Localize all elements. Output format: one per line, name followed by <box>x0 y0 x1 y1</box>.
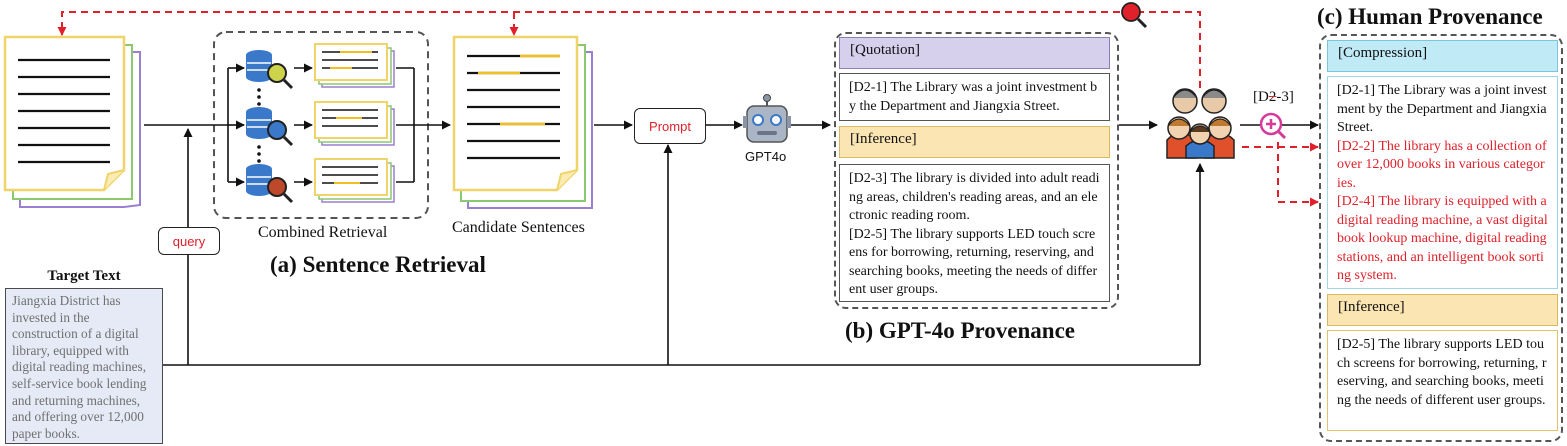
compression-sentence-1: [D2-1] The Library was a joint investmen… <box>1337 83 1547 135</box>
panel-a-title: (a) Sentence Retrieval <box>270 252 486 277</box>
inference-sentence-2: [D2-5] The library supports LED touch sc… <box>849 226 1098 298</box>
query-tag: query <box>158 227 220 255</box>
feedback-loop <box>57 11 1319 207</box>
compression-sentence-2: [D2-2] The library has a collection of o… <box>1337 138 1547 191</box>
candidate-sentences-stack <box>452 35 593 209</box>
retrieved-docs-1 <box>314 43 395 88</box>
target-text-body: Jiangxia District has invested in the co… <box>5 288 163 444</box>
human-inference-text: [D2-5] The library supports LED touch sc… <box>1327 330 1558 431</box>
compression-text: [D2-1] The Library was a joint investmen… <box>1327 76 1558 289</box>
panel-b-title: (b) GPT-4o Provenance <box>845 318 1075 343</box>
quotation-header: [Quotation] <box>839 37 1110 69</box>
retrieved-docs-2 <box>314 101 395 146</box>
database-red-search-icon <box>246 164 294 204</box>
human-inference-header: [Inference] <box>1327 294 1558 326</box>
inference-text: [D2-3] The library is divided into adult… <box>839 164 1110 302</box>
gpt-label: GPT4o <box>745 149 787 164</box>
database-yellow-search-icon <box>246 50 294 90</box>
zoom-in-icon <box>1259 112 1287 140</box>
id-tag: [D2-3] <box>1253 89 1294 105</box>
compression-header: [Compression] <box>1327 40 1558 72</box>
vertical-dots-icon <box>257 88 261 163</box>
prompt-tag: Prompt <box>634 108 706 144</box>
red-search-icon <box>1121 2 1148 29</box>
robot-icon <box>743 94 791 143</box>
combined-retrieval-label: Combined Retrieval <box>258 224 388 241</box>
panel-c-title: (c) Human Provenance <box>1317 4 1543 29</box>
retrieved-docs-3 <box>314 158 395 203</box>
inference-sentence-1: [D2-3] The library is divided into adult… <box>849 171 1100 223</box>
gpt-provenance-panel <box>834 32 1119 309</box>
human-provenance-panel <box>1319 34 1563 442</box>
compression-sentence-3: [D2-4] The library is equipped with a di… <box>1337 194 1548 283</box>
inference-header: [Inference] <box>839 126 1110 158</box>
source-document-stack <box>3 35 141 208</box>
database-blue-search-icon <box>246 107 294 147</box>
candidate-sentences-label: Candidate Sentences <box>452 219 585 236</box>
quotation-text: [D2-1] The Library was a joint investmen… <box>839 73 1110 121</box>
human-group-icon <box>1166 88 1235 159</box>
target-text-title: Target Text <box>47 268 121 284</box>
